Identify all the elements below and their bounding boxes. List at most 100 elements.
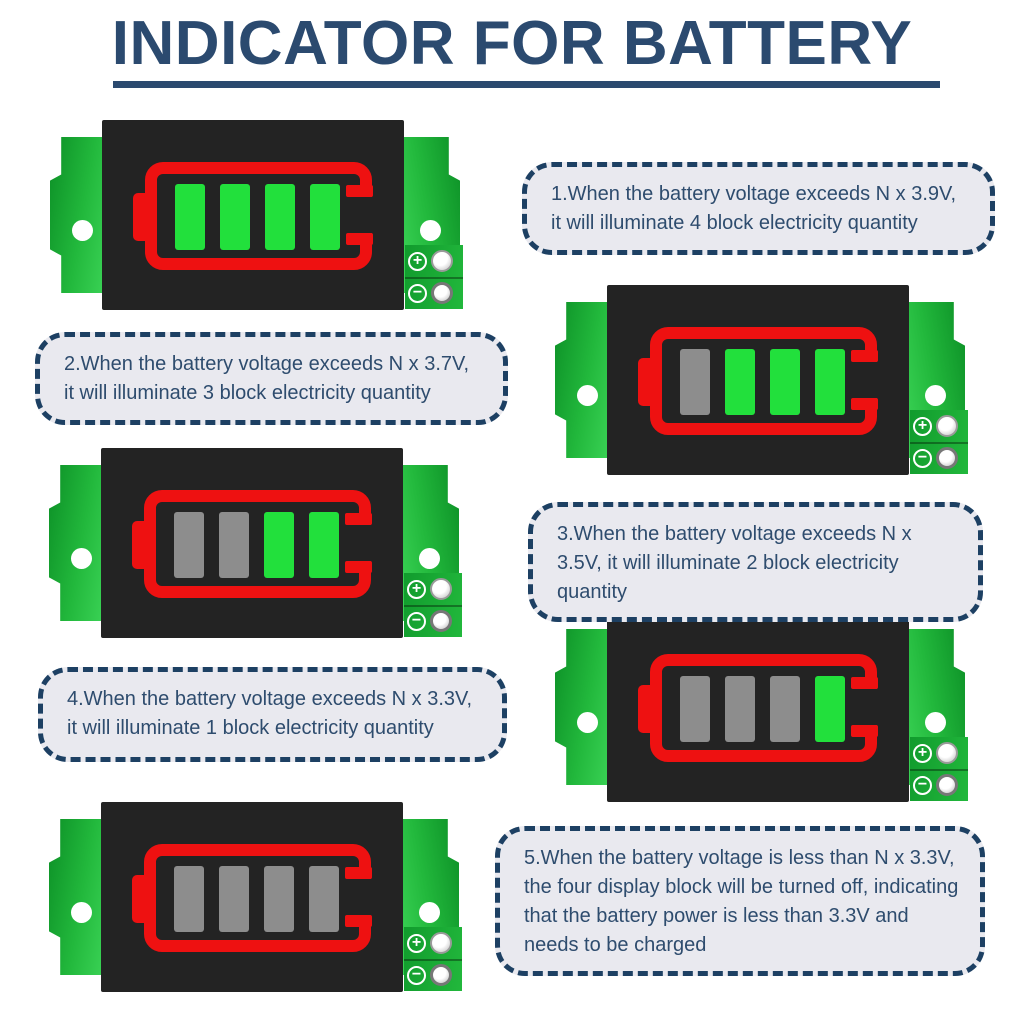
terminal-plus-label: +: [411, 580, 422, 597]
display-body: [102, 120, 404, 310]
screw-icon: [430, 964, 452, 986]
minus-terminal-icon: −: [407, 965, 426, 985]
mounting-hole-icon: [420, 220, 441, 241]
battery-block-off: [680, 349, 710, 415]
battery-terminal-nub: [132, 521, 146, 569]
mounting-hole-icon: [72, 220, 93, 241]
terminal-block: + −: [404, 927, 462, 991]
terminal-plus-label: +: [917, 417, 928, 434]
terminal-row-positive: +: [404, 929, 462, 957]
battery-block-on: [770, 349, 800, 415]
terminal-block: + −: [405, 245, 463, 309]
plus-terminal-icon: +: [913, 743, 932, 763]
battery-blocks: [680, 676, 846, 742]
battery-blocks: [175, 184, 341, 250]
battery-block-off: [219, 512, 249, 578]
minus-terminal-icon: −: [913, 448, 932, 468]
battery-block-on: [725, 349, 755, 415]
battery-terminal-nub: [638, 358, 652, 406]
terminal-row-negative: −: [405, 277, 463, 307]
screw-icon: [936, 742, 958, 764]
plus-terminal-icon: +: [407, 933, 426, 953]
screw-icon: [430, 932, 452, 954]
mounting-hole-icon: [577, 712, 598, 733]
screw-icon: [936, 447, 958, 469]
display-body: [101, 802, 403, 992]
battery-block-off: [680, 676, 710, 742]
terminal-plus-label: +: [412, 252, 423, 269]
battery-outline-hook: [851, 725, 878, 737]
page-title: INDICATOR FOR BATTERY: [111, 9, 913, 78]
battery-block-off: [770, 676, 800, 742]
battery-module-2: + −: [555, 285, 968, 475]
terminal-row-positive: +: [404, 575, 462, 603]
pcb-left-wing: [555, 629, 611, 785]
battery-block-on: [265, 184, 295, 250]
battery-block-off: [174, 866, 204, 932]
mounting-hole-icon: [71, 548, 92, 569]
battery-block-off: [174, 512, 204, 578]
plus-terminal-icon: +: [407, 579, 426, 599]
screw-icon: [431, 282, 453, 304]
terminal-row-positive: +: [910, 739, 968, 767]
battery-outline-gap: [358, 879, 372, 915]
battery-outline-hook: [345, 915, 372, 927]
terminal-plus-label: +: [917, 744, 928, 761]
battery-module-5: + −: [49, 802, 462, 992]
battery-block-off: [264, 866, 294, 932]
minus-terminal-icon: −: [913, 775, 932, 795]
pcb-left-wing: [50, 137, 106, 293]
battery-outline-hook: [345, 513, 372, 525]
terminal-row-negative: −: [910, 769, 968, 799]
battery-block-on: [264, 512, 294, 578]
battery-block-off: [309, 866, 339, 932]
battery-outline-hook: [851, 677, 878, 689]
terminal-minus-label: −: [917, 449, 928, 466]
title-underline: [113, 81, 940, 88]
terminal-row-negative: −: [910, 442, 968, 472]
mounting-hole-icon: [71, 902, 92, 923]
terminal-row-positive: +: [405, 247, 463, 275]
battery-block-on: [309, 512, 339, 578]
display-body: [607, 612, 909, 802]
battery-module-1: + −: [50, 120, 463, 310]
terminal-minus-label: −: [411, 966, 422, 983]
battery-outline-gap: [358, 525, 372, 561]
battery-blocks: [174, 512, 340, 578]
battery-block-off: [219, 866, 249, 932]
battery-outline-hook: [345, 561, 372, 573]
plus-terminal-icon: +: [913, 416, 932, 436]
mounting-hole-icon: [925, 385, 946, 406]
screw-icon: [430, 578, 452, 600]
terminal-row-positive: +: [910, 412, 968, 440]
screw-icon: [430, 610, 452, 632]
display-body: [607, 285, 909, 475]
battery-outline-gap: [359, 197, 373, 233]
terminal-block: + −: [910, 410, 968, 474]
mounting-hole-icon: [419, 548, 440, 569]
battery-outline-gap: [864, 689, 878, 725]
battery-terminal-nub: [133, 193, 147, 241]
terminal-minus-label: −: [917, 776, 928, 793]
screw-icon: [431, 250, 453, 272]
pcb-left-wing: [555, 302, 611, 458]
screw-icon: [936, 774, 958, 796]
battery-terminal-nub: [638, 685, 652, 733]
battery-outline-hook: [346, 185, 373, 197]
callout-4: 4.When the battery voltage exceeds N x 3…: [38, 667, 507, 762]
pcb-left-wing: [49, 465, 105, 621]
terminal-minus-label: −: [412, 284, 423, 301]
plus-terminal-icon: +: [408, 251, 427, 271]
battery-module-4: + −: [555, 612, 968, 802]
battery-module-3: + −: [49, 448, 462, 638]
terminal-minus-label: −: [411, 612, 422, 629]
mounting-hole-icon: [419, 902, 440, 923]
battery-outline-gap: [864, 362, 878, 398]
callout-5: 5.When the battery voltage is less than …: [495, 826, 985, 976]
battery-outline-hook: [851, 398, 878, 410]
display-body: [101, 448, 403, 638]
terminal-block: + −: [404, 573, 462, 637]
callout-1: 1.When the battery voltage exceeds N x 3…: [522, 162, 995, 255]
battery-outline-hook: [851, 350, 878, 362]
battery-outline-hook: [346, 233, 373, 245]
